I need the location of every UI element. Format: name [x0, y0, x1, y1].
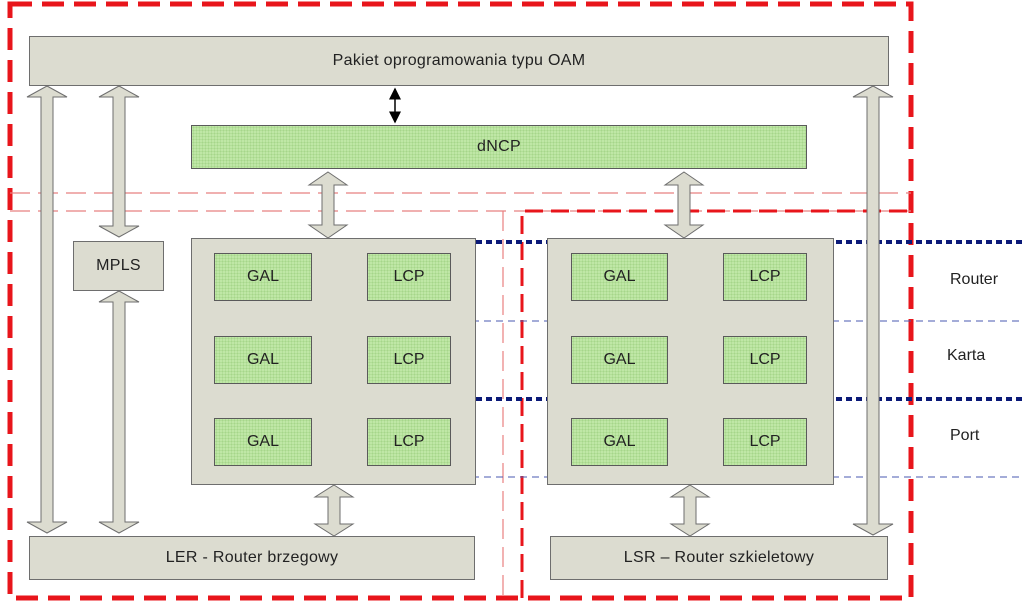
gal-label: GAL [603, 351, 636, 368]
lcp-cell-karta-lsr: LCP [723, 336, 807, 384]
lcp-label: LCP [749, 433, 781, 450]
arrow-oam-mpls [98, 85, 140, 238]
lcp-cell-port-ler: LCP [367, 418, 451, 466]
lcp-cell-karta-ler: LCP [367, 336, 451, 384]
gal-label: GAL [246, 351, 279, 368]
gal-cell-karta-lsr: GAL [571, 336, 668, 384]
lcp-label: LCP [749, 268, 781, 285]
arrow-node-ler [313, 484, 355, 537]
gal-label: GAL [603, 268, 636, 285]
gal-label: GAL [603, 433, 636, 450]
dncp-box: dNCP [191, 125, 807, 169]
gal-label: GAL [246, 433, 279, 450]
arrow-oam-ler-left [26, 85, 68, 534]
gal-cell-port-ler: GAL [214, 418, 312, 466]
oam-package-box: Pakiet oprogramowania typu OAM [29, 36, 889, 86]
gal-cell-router-ler: GAL [214, 253, 312, 301]
gal-cell-port-lsr: GAL [571, 418, 668, 466]
gal-label: GAL [246, 268, 279, 285]
router-level-label: Router [950, 271, 999, 288]
gal-cell-router-lsr: GAL [571, 253, 668, 301]
lcp-cell-port-lsr: LCP [723, 418, 807, 466]
gal-cell-karta-ler: GAL [214, 336, 312, 384]
lcp-label: LCP [393, 433, 425, 450]
ler-box: LER - Router brzegowy [29, 536, 475, 580]
lcp-cell-router-ler: LCP [367, 253, 451, 301]
oam-package-label: Pakiet oprogramowania typu OAM [332, 52, 586, 69]
arrow-dncp-ler-node [307, 171, 349, 239]
outer-boundary [7, 1, 914, 601]
lsr-box: LSR – Router szkieletowy [550, 536, 888, 580]
lcp-label: LCP [393, 351, 425, 368]
lcp-label: LCP [749, 351, 781, 368]
lcp-label: LCP [393, 268, 425, 285]
arrow-node-lsr [669, 484, 711, 537]
mpls-box: MPLS [73, 241, 164, 291]
lsr-label: LSR – Router szkieletowy [623, 549, 815, 566]
port-level-label: Port [950, 427, 980, 444]
arrow-mpls-ler [98, 290, 140, 534]
karta-level-label: Karta [947, 347, 986, 364]
arrow-oam-lsr-right [852, 85, 894, 536]
dncp-label: dNCP [477, 138, 521, 155]
lcp-cell-router-lsr: LCP [723, 253, 807, 301]
arrow-dncp-lsr-node [663, 171, 705, 239]
mpls-label: MPLS [96, 257, 141, 274]
ler-label: LER - Router brzegowy [165, 549, 339, 566]
